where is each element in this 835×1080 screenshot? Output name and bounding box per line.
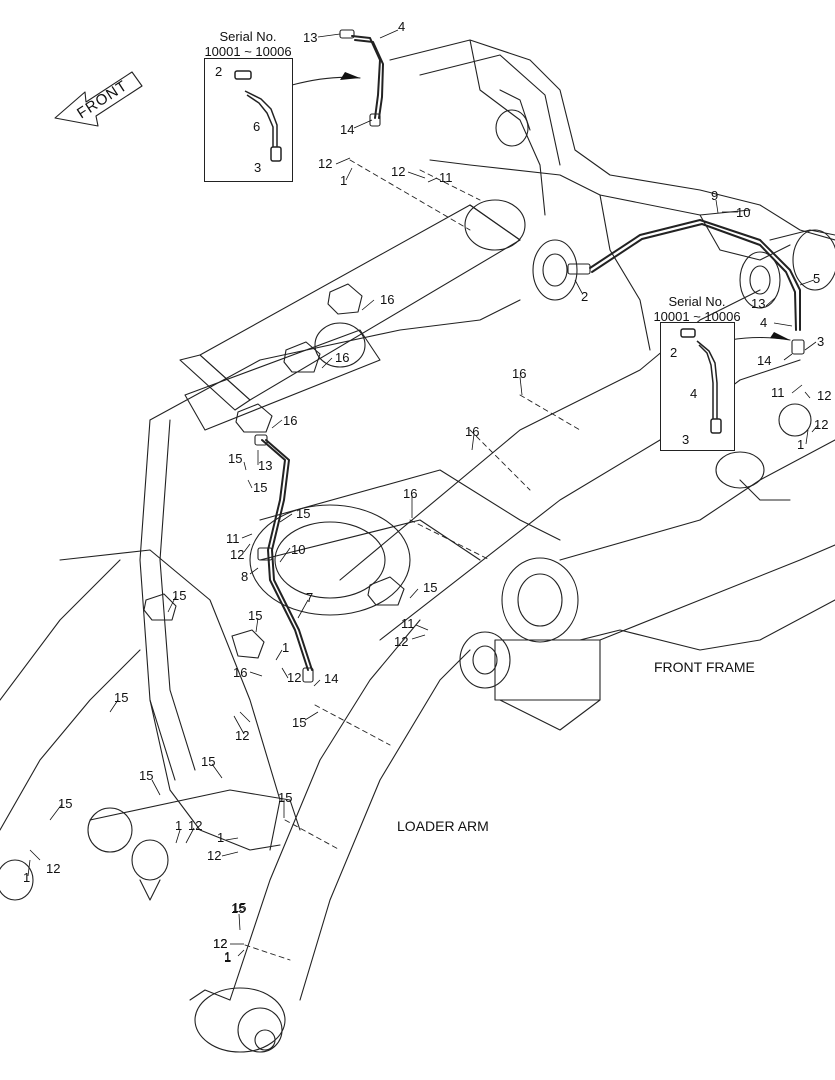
- callout-label: 15: [172, 588, 187, 603]
- callout-label: 1: [224, 949, 232, 964]
- callout-label: 13: [303, 30, 318, 45]
- callout-label: 1: [340, 173, 348, 188]
- loader-arm-long: [299, 649, 471, 1001]
- callout-label: 12: [318, 156, 333, 171]
- callout-label: 11: [401, 616, 415, 631]
- callout-label: 1: [224, 950, 232, 965]
- callout-label: 12: [817, 388, 832, 403]
- arm-tip-boss: [194, 987, 286, 1053]
- callout-label: 1: [797, 437, 805, 452]
- callout-label: 10: [291, 542, 306, 557]
- serial-inset-top: [204, 58, 293, 182]
- callout-label: 15: [232, 900, 247, 915]
- link-lower-left: [89, 789, 301, 831]
- callout-label: 12: [188, 818, 203, 833]
- pivot-boss-left: [532, 239, 578, 301]
- callout-label: 15: [296, 506, 311, 521]
- callout-label: 1: [217, 830, 225, 845]
- callout-label: 15: [114, 690, 129, 705]
- callout-label: 12: [287, 670, 302, 685]
- hose-middle: [261, 439, 309, 671]
- callout-label: 14: [324, 671, 339, 686]
- callout-label: 15: [292, 715, 307, 730]
- callout-label: 15: [228, 451, 243, 466]
- serial-range-top: 10001 ~ 10006: [204, 43, 292, 59]
- inset-top-hose-drawing: [234, 70, 282, 162]
- callout-label: 16: [512, 366, 527, 381]
- callout-label: 2: [670, 345, 678, 360]
- callout-label: 1: [282, 640, 290, 655]
- callout-label: 11: [226, 531, 240, 546]
- callout-label: 13: [258, 458, 273, 473]
- callout-label: 7: [306, 590, 314, 605]
- front-frame-label: FRONT FRAME: [654, 659, 755, 675]
- callout-label: 15: [248, 608, 263, 623]
- callout-label: 8: [241, 569, 249, 584]
- callout-label: 12: [391, 164, 406, 179]
- serial-range-right: 10001 ~ 10006: [653, 308, 741, 324]
- callout-label: 14: [340, 122, 355, 137]
- callout-label: 15: [201, 754, 216, 769]
- callout-label: 15: [253, 480, 268, 495]
- callout-label: 3: [254, 160, 262, 175]
- callout-label: 9: [711, 188, 719, 203]
- pivot-boss-right: [739, 251, 781, 309]
- callout-label: 12: [213, 936, 228, 951]
- callout-label: 15: [139, 768, 154, 783]
- callout-label: 15: [423, 580, 438, 595]
- callout-label: 12: [394, 634, 409, 649]
- inset-right-hose-drawing: [680, 328, 722, 434]
- callout-label: 15: [58, 796, 73, 811]
- callout-label: 16: [465, 424, 480, 439]
- front-frame-pivot: [501, 557, 579, 643]
- callout-label: 2: [215, 64, 223, 79]
- callout-label: 12: [230, 547, 245, 562]
- callout-label: 16: [283, 413, 298, 428]
- callout-label: 14: [757, 353, 772, 368]
- rear-frame-outline: [389, 39, 835, 241]
- callout-label: 4: [398, 19, 406, 34]
- callout-label: 16: [403, 486, 418, 501]
- callout-label: 16: [233, 665, 248, 680]
- callout-label: 15: [278, 790, 293, 805]
- callout-label: 12: [213, 936, 228, 951]
- callout-label: 15: [231, 901, 246, 916]
- callout-label: 11: [439, 170, 453, 185]
- callout-label: 12: [46, 861, 61, 876]
- cross-tube: [259, 469, 561, 541]
- loader-arm-label: LOADER ARM: [397, 818, 489, 834]
- callout-label: 13: [751, 296, 766, 311]
- boom-cylinder-lower: [184, 329, 381, 431]
- callout-label: 11: [771, 385, 785, 400]
- serial-inset-right: [660, 322, 735, 451]
- callout-label: 2: [581, 289, 589, 304]
- serial-caption-right: Serial No. 10001 ~ 10006: [648, 294, 746, 325]
- callout-label: 4: [690, 386, 698, 401]
- hose-top: [351, 35, 381, 119]
- front-arrow: [54, 71, 143, 127]
- callout-label: 3: [817, 334, 825, 349]
- hose-right-upper: [589, 219, 801, 331]
- callout-label: 12: [235, 728, 250, 743]
- serial-title-top: Serial No.: [219, 29, 277, 44]
- serial-caption-top: Serial No. 10001 ~ 10006: [200, 29, 296, 60]
- callout-label: 16: [335, 350, 350, 365]
- callout-label: 16: [380, 292, 395, 307]
- serial-title-right: Serial No.: [668, 294, 726, 309]
- loader-arm-left: [149, 299, 521, 421]
- callout-label: 5: [813, 271, 821, 286]
- callout-label: 6: [253, 119, 261, 134]
- callout-label: 1: [23, 870, 31, 885]
- callout-label: 12: [814, 417, 829, 432]
- callout-label: 4: [760, 315, 768, 330]
- callout-label: 12: [207, 848, 222, 863]
- callout-label: 1: [175, 818, 183, 833]
- loader-arm-right-upper: [339, 289, 761, 581]
- callout-label: 10: [736, 205, 751, 220]
- callout-label: 3: [682, 432, 690, 447]
